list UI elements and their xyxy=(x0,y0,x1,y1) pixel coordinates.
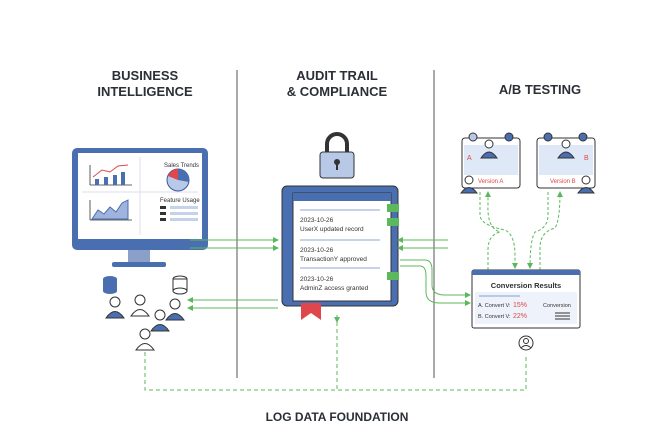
log-text: TransactionY approved xyxy=(300,256,367,263)
row-b-label: B. Convert V: xyxy=(478,314,511,320)
log-text: UserX updated record xyxy=(300,226,364,233)
lock-icon xyxy=(319,132,355,179)
row-a-value: 15% xyxy=(513,302,527,309)
log-date: 2023-10-26 xyxy=(300,276,334,283)
bookmark-icon xyxy=(301,303,321,320)
log-date: 2023-10-26 xyxy=(300,247,334,254)
database-icon xyxy=(172,275,188,295)
ab-heading: A/B TESTING xyxy=(499,82,581,97)
monitor-icon: Sales Trends Feature Usage xyxy=(72,148,208,267)
database-icon xyxy=(103,276,117,294)
version-b-label: Version B xyxy=(550,179,576,185)
conversion-label: Conversion xyxy=(543,303,571,309)
audit-heading-2: & COMPLIANCE xyxy=(287,84,388,99)
audit-heading-1: AUDIT TRAIL xyxy=(296,68,378,83)
version-a-panel: A Version A xyxy=(460,132,521,194)
user-circle-icon xyxy=(518,335,534,351)
version-b-panel: B Version B xyxy=(536,132,596,194)
sales-trends-label: Sales Trends xyxy=(164,163,199,169)
users-group-icon xyxy=(105,294,185,351)
row-b-value: 22% xyxy=(513,313,527,320)
log-date: 2023-10-26 xyxy=(300,217,334,224)
bi-heading-2: INTELLIGENCE xyxy=(97,84,193,99)
results-title: Conversion Results xyxy=(491,281,561,290)
foundation-connectors xyxy=(144,315,527,391)
bi-heading-1: BUSINESS xyxy=(112,68,179,83)
label-b: B xyxy=(584,155,589,162)
version-a-label: Version A xyxy=(478,179,503,185)
log-text: AdminZ access granted xyxy=(300,285,369,292)
footer-label: LOG DATA FOUNDATION xyxy=(266,410,409,424)
audit-log-book: 2023-10-26 UserX updated record 2023-10-… xyxy=(281,185,399,320)
row-a-label: A. Convert V: xyxy=(478,303,511,309)
label-a: A xyxy=(467,155,472,162)
feature-usage-label: Feature Usage xyxy=(160,198,200,204)
conversion-results-panel: Conversion Results A. Convert V: 15% B. … xyxy=(471,269,581,329)
